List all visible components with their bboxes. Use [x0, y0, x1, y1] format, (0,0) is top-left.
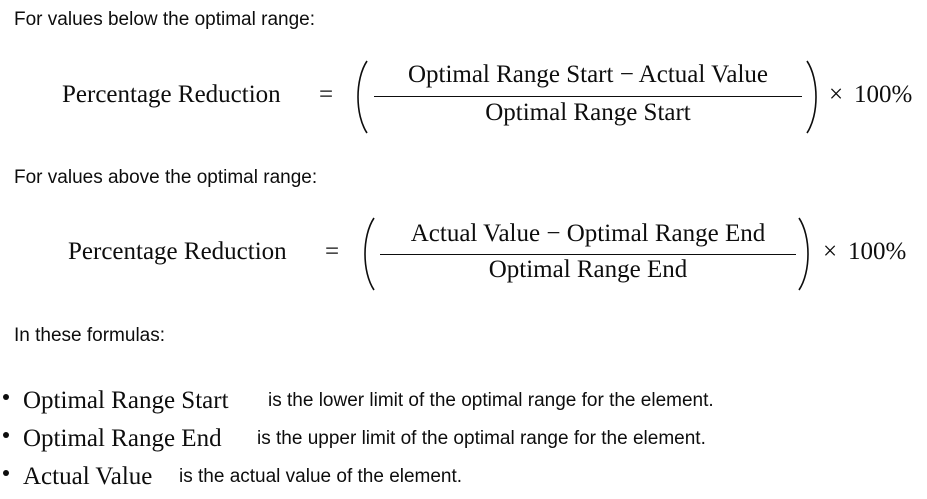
- formulas-heading: In these formulas:: [14, 325, 166, 346]
- formula-denominator: Optimal Range Start: [485, 99, 691, 126]
- bullet-icon: [3, 432, 9, 438]
- definition-description: is the actual value of the element.: [179, 466, 463, 487]
- formula-numerator: Actual Value − Optimal Range End: [410, 220, 766, 247]
- formula-times: ×: [823, 238, 838, 265]
- formula-above-range: Percentage Reduction = Actual Value − Op…: [0, 214, 927, 294]
- formula-lhs: Percentage Reduction: [62, 81, 281, 108]
- formula-multiplier: 100%: [848, 238, 907, 265]
- definition-description: is the lower limit of the optimal range …: [268, 390, 714, 411]
- bullet-icon: [3, 470, 9, 476]
- intro-below-text: For values below the optimal range:: [14, 9, 315, 30]
- formula-below-range: Percentage Reduction = Optimal Range Sta…: [0, 57, 927, 137]
- formula-equals: =: [319, 81, 334, 108]
- fraction-bar: [374, 96, 802, 98]
- formula-times: ×: [829, 81, 844, 108]
- right-paren-icon: [796, 214, 814, 294]
- formula-numerator: Optimal Range Start − Actual Value: [407, 61, 769, 88]
- definition-term: Optimal Range Start: [23, 387, 229, 414]
- definition-term: Actual Value: [23, 463, 153, 490]
- left-paren-icon: [352, 57, 370, 137]
- formula-denominator: Optimal Range End: [488, 256, 688, 283]
- formula-multiplier: 100%: [854, 81, 913, 108]
- formula-lhs: Percentage Reduction: [68, 238, 287, 265]
- right-paren-icon: [804, 57, 822, 137]
- left-paren-icon: [359, 214, 377, 294]
- definition-term: Optimal Range End: [23, 425, 222, 452]
- intro-above-text: For values above the optimal range:: [14, 167, 318, 188]
- bullet-icon: [3, 394, 9, 400]
- fraction-bar: [380, 254, 796, 256]
- definition-description: is the upper limit of the optimal range …: [257, 428, 706, 449]
- formula-equals: =: [325, 238, 340, 265]
